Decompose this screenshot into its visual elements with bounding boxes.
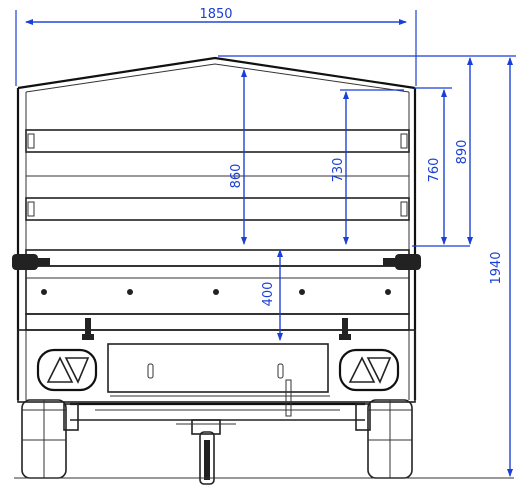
tailgate-latches: [12, 254, 421, 270]
wheel-left: [21, 399, 79, 479]
dim-label-890: 890: [455, 140, 470, 165]
rear-light-left: [36, 348, 98, 392]
dim-860: 860: [229, 69, 247, 245]
gable-frame: [17, 56, 416, 90]
dimensions: 1850 860 730 760 890: [15, 7, 516, 477]
dim-label-1940: 1940: [489, 251, 504, 284]
trailer-body: [12, 56, 514, 485]
dim-760: 760: [412, 87, 470, 247]
lashing-points: [82, 318, 351, 340]
chassis: [70, 379, 365, 485]
dim-label-400: 400: [261, 282, 276, 307]
tailgate: [25, 249, 410, 331]
dim-overall-width: 1850: [15, 7, 417, 86]
dim-label-1850: 1850: [199, 7, 232, 22]
dim-label-860: 860: [229, 164, 244, 189]
dim-1940: 1940: [489, 57, 513, 477]
rear-light-right: [338, 348, 400, 392]
wheel-right: [355, 399, 413, 479]
dim-label-760: 760: [427, 158, 442, 183]
dim-890: 890: [218, 55, 516, 245]
dim-730: 730: [331, 89, 404, 245]
dim-label-730: 730: [331, 158, 346, 183]
dim-400: 400: [261, 249, 283, 341]
side-rails: [25, 129, 410, 221]
